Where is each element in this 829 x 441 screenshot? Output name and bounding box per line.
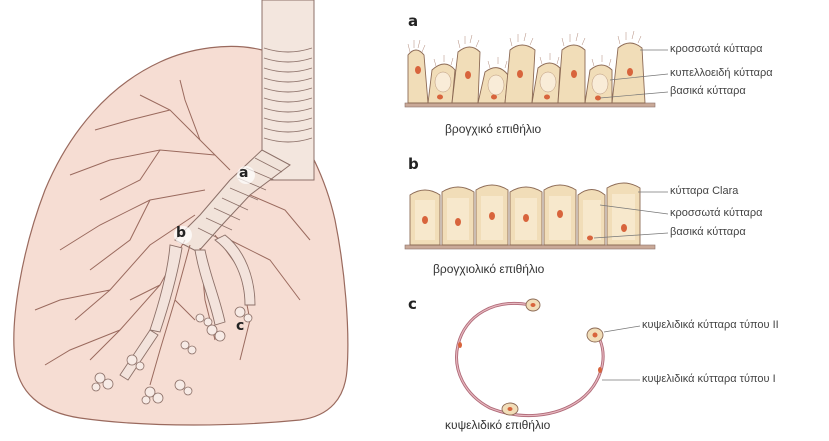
panel-c-label-type-i: κυψελιδικά κύτταρα τύπου I bbox=[642, 373, 776, 385]
panel-b-label-basal: βασικά κύτταρα bbox=[670, 226, 746, 238]
panel-c-alveolus bbox=[457, 299, 640, 416]
lung-marker-b: b bbox=[176, 225, 186, 241]
panel-a-letter: a bbox=[408, 12, 418, 30]
panel-b-epithelium bbox=[405, 183, 668, 249]
panel-a-label-ciliated: κροσσωτά κύτταρα bbox=[670, 43, 763, 55]
panel-b-label-ciliated: κροσσωτά κύτταρα bbox=[670, 207, 763, 219]
panel-b-letter: b bbox=[408, 155, 419, 173]
panel-c-cells bbox=[502, 299, 603, 415]
panel-c-caption: κυψελιδικό επιθήλιο bbox=[445, 418, 550, 432]
panel-a-epithelium bbox=[405, 31, 668, 107]
lung-marker-c: c bbox=[236, 318, 244, 334]
panel-a-label-goblet: κυπελλοειδή κύτταρα bbox=[670, 67, 773, 79]
panel-b-label-clara: κύτταρα Clara bbox=[670, 185, 738, 197]
panel-b-caption: βρογχιολικό επιθήλιο bbox=[433, 262, 544, 276]
trachea bbox=[262, 0, 314, 180]
lung-illustration bbox=[14, 0, 348, 425]
panel-c-label-type-ii: κυψελιδικά κύτταρα τύπου II bbox=[642, 319, 779, 331]
panel-a-caption: βρογχικό επιθήλιο bbox=[445, 122, 541, 136]
panel-c-letter: c bbox=[408, 295, 417, 313]
panel-a-label-basal: βασικά κύτταρα bbox=[670, 85, 746, 97]
lung-marker-a: a bbox=[239, 165, 248, 181]
